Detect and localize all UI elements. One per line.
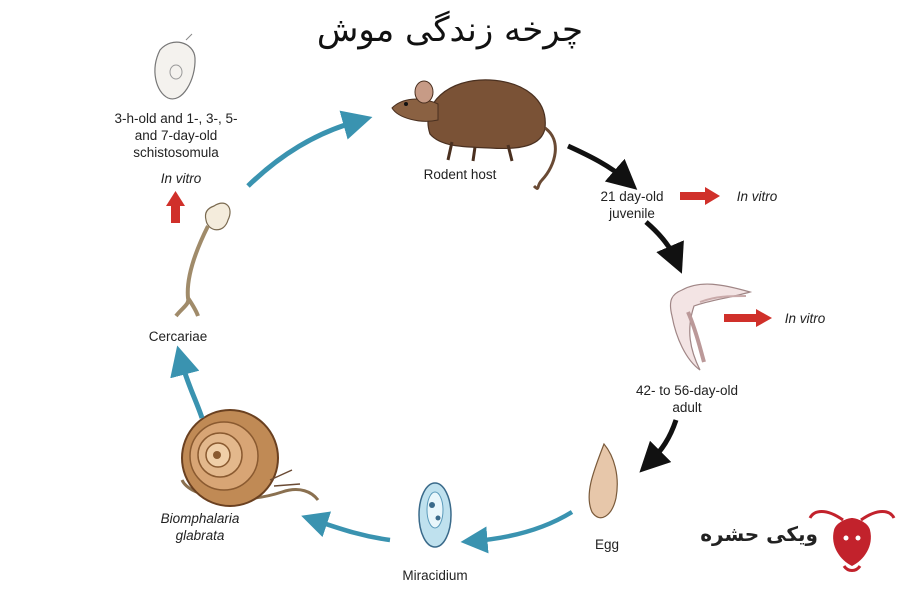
adult-label: 42- to 56-day-old adult xyxy=(635,383,739,415)
miracidium-label: Miracidium xyxy=(402,568,468,583)
teal-arrow-snail-to-cercariae xyxy=(170,345,205,419)
cercaria-illustration xyxy=(174,202,231,318)
black-arrow-adult-to-egg xyxy=(639,419,679,473)
in-vitro-label-adult: In vitro xyxy=(784,311,826,326)
black-arrow-juvenile-to-adult xyxy=(644,220,684,274)
snail-illustration xyxy=(180,409,320,507)
red-arrow-juvenile-right xyxy=(680,187,720,205)
cercariae-label: Cercariae xyxy=(148,329,208,344)
ant-head-logo xyxy=(808,510,896,572)
teal-arrow-egg-to-miracidium xyxy=(460,510,574,554)
red-arrow-schistosomula-up xyxy=(166,191,185,223)
red-arrow-adult-right xyxy=(724,309,772,327)
miracidium-illustration xyxy=(418,482,452,548)
teal-arrow-schistosomula-to-host xyxy=(246,110,373,188)
brand-name: ویکی حشره xyxy=(700,522,818,546)
teal-arrow-miracidium-to-snail xyxy=(301,511,391,543)
in-vitro-label-schistosomula: In vitro xyxy=(160,171,202,186)
schistosomula-label: 3-h-old and 1-, 3-, 5- and 7-day-old sch… xyxy=(114,111,238,160)
rodent-host-label: Rodent host xyxy=(423,167,497,182)
in-vitro-label-juvenile: In vitro xyxy=(736,189,778,204)
egg-illustration xyxy=(588,442,618,519)
black-arrow-host-to-juvenile xyxy=(566,143,638,190)
page-title: چرخه زندگی موش xyxy=(316,10,584,50)
juvenile-label: 21 day-old juvenile xyxy=(600,189,664,221)
schistosomula-illustration xyxy=(154,33,196,100)
adult-worm-illustration xyxy=(669,283,753,371)
snail-label: Biomphalaria glabrata xyxy=(160,511,240,543)
mouse-illustration xyxy=(391,79,557,190)
egg-label: Egg xyxy=(594,537,620,552)
